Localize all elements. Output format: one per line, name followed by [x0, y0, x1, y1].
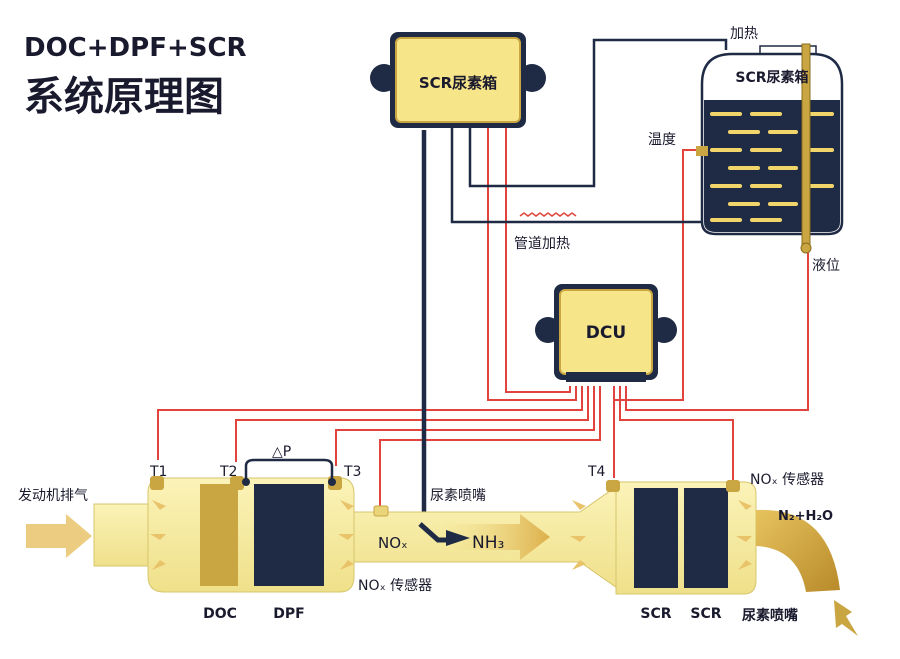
nh3-label: NH₃ [472, 533, 504, 553]
doc-label: DOC [203, 606, 237, 622]
level-label: 液位 [812, 258, 840, 274]
urea-nozzle-bottom-label: 尿素喷嘴 [742, 607, 798, 624]
urea-tank [696, 43, 844, 254]
n2-h2o-label: N₂+H₂O [778, 509, 833, 524]
urea-nozzle [418, 522, 470, 546]
tank-label: SCR尿素箱 [735, 69, 808, 86]
urea-nozzle-top-label: 尿素喷嘴 [430, 488, 486, 504]
scr1-label: SCR [640, 606, 671, 622]
nox-in-pipe-label: NOₓ [378, 534, 408, 552]
urea-liquid-waves [710, 112, 834, 222]
delta-p-label: △P [272, 444, 291, 460]
title-line1: DOC+DPF+SCR [24, 33, 247, 63]
title-line2: 系统原理图 [24, 74, 224, 120]
temperature-label: 温度 [648, 132, 676, 148]
urea-supply-line [421, 130, 440, 540]
nox-sensor-right-label: NOₓ 传感器 [750, 471, 824, 488]
sensor-wires [157, 128, 809, 510]
t2-label: T2 [219, 464, 237, 480]
scr-box-label: SCR尿素箱 [419, 74, 497, 92]
pipe-heating-label: 管道加热 [514, 236, 570, 252]
t4-label: T4 [587, 464, 606, 480]
scr2-label: SCR [690, 606, 721, 622]
exhaust-system [93, 458, 840, 595]
nox-sensor-bottom-label: NOₓ 传感器 [358, 577, 432, 594]
supply-lines [450, 38, 728, 224]
heating-label: 加热 [730, 26, 758, 42]
scr-urea-box [370, 32, 546, 128]
engine-exhaust-label: 发动机排气 [18, 488, 88, 504]
flow-arrows [26, 500, 858, 636]
dcu-box [535, 284, 677, 382]
t3-label: T3 [343, 464, 361, 480]
dcu-label: DCU [586, 323, 626, 343]
dpf-label: DPF [273, 606, 304, 622]
t1-label: T1 [149, 464, 167, 480]
